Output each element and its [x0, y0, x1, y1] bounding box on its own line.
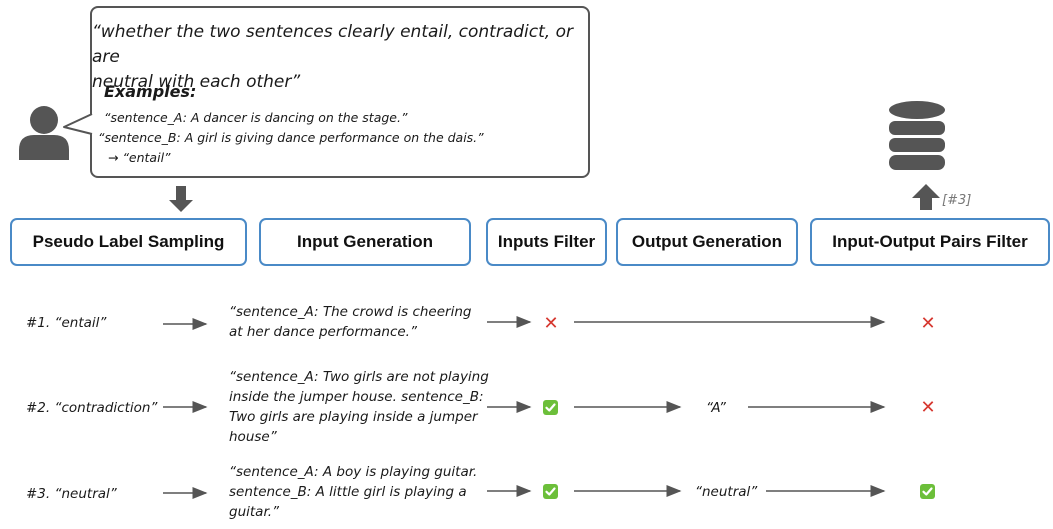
task-instruction: “whether the two sentences clearly entai… — [92, 20, 592, 95]
row-2-output: “A” — [706, 400, 726, 416]
instruction-line: “whether the two sentences clearly entai… — [92, 22, 573, 67]
example-sentence-b: “sentence_B: A girl is giving dance perf… — [98, 130, 484, 145]
input-line: at her dance performance.” — [229, 324, 417, 340]
row-3-label: #3. “neutral” — [26, 486, 117, 502]
user-icon — [19, 106, 69, 160]
stage-input-generation: Input Generation — [259, 218, 471, 266]
stage-pair-filter: Input-Output Pairs Filter — [810, 218, 1050, 266]
check-glyph — [922, 487, 933, 496]
input-line: sentence_B: A little girl is playing a — [229, 484, 467, 500]
example-label: → “entail” — [108, 150, 171, 165]
input-line: guitar.” — [229, 504, 280, 520]
database-icon — [889, 101, 945, 170]
row-3-input: “sentence_A: A boy is playing guitar. se… — [229, 462, 491, 522]
stage-output-generation: Output Generation — [616, 218, 798, 266]
up-arrow-icon — [912, 184, 940, 210]
row-1-label: #1. “entail” — [26, 315, 107, 331]
check-glyph — [545, 487, 556, 496]
bubble-tail — [63, 113, 94, 135]
row-2-input: “sentence_A: Two girls are not playing i… — [229, 367, 491, 447]
input-line: “sentence_A: The crowd is cheering — [229, 304, 472, 320]
input-line: inside the jumper house. sentence_B: — [229, 389, 484, 405]
check-glyph — [545, 403, 556, 412]
instruction-line: neutral with each other” — [92, 72, 301, 92]
stage-inputs-filter: Inputs Filter — [486, 218, 607, 266]
row-2-label: #2. “contradiction” — [26, 400, 158, 416]
cross-mark-icon: ✕ — [920, 397, 936, 418]
cross-mark-icon: ✕ — [543, 313, 559, 334]
input-line: “sentence_A: A boy is playing guitar. — [229, 464, 478, 480]
input-line: Two girls are playing inside a jumper — [229, 409, 478, 425]
row-3-output: “neutral” — [695, 484, 758, 500]
down-arrow-icon — [169, 186, 193, 212]
cross-mark-icon: ✕ — [920, 313, 936, 334]
input-line: “sentence_A: Two girls are not playing — [229, 369, 489, 385]
input-line: house” — [229, 429, 277, 445]
stage-pseudo-label-sampling: Pseudo Label Sampling — [10, 218, 247, 266]
database-reference: [#3] — [942, 193, 972, 208]
example-sentence-a: “sentence_A: A dancer is dancing on the … — [104, 110, 408, 125]
row-1-input: “sentence_A: The crowd is cheering at he… — [229, 302, 491, 342]
prompt-bubble — [90, 6, 590, 178]
examples-title: Examples: — [104, 82, 197, 101]
